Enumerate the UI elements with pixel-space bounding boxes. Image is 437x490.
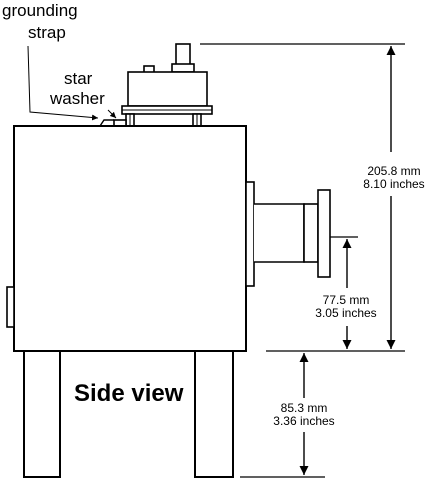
port-height-metric: 77.5 mm	[322, 293, 370, 307]
total-height-metric: 205.8 mm	[367, 164, 421, 178]
port-tube	[254, 203, 305, 263]
view-title: Side view	[74, 380, 184, 407]
star-washer-label-line2: washer	[50, 89, 105, 108]
leg-height-dimension: 85.3 mm 3.36 inches	[264, 402, 344, 428]
port-flange	[317, 189, 331, 278]
grounding-strap	[99, 119, 114, 127]
leg-height-metric: 85.3 mm	[280, 401, 328, 415]
side-port-stub	[6, 286, 15, 328]
grounding-strap-label-line2: strap	[28, 23, 66, 42]
star-washer-label-line1: star	[64, 69, 93, 88]
port-height-imperial: 3.05 inches	[315, 306, 377, 320]
side-port	[254, 189, 331, 278]
top-mechanism	[99, 43, 213, 127]
total-height-dimension: 205.8 mm 8.10 inches	[354, 165, 434, 191]
shaft-collar	[171, 63, 195, 73]
grounding-strap-label-line1: grounding	[2, 1, 78, 20]
right-flange-collar	[245, 181, 255, 287]
left-leg	[23, 350, 61, 478]
leg-height-imperial: 3.36 inches	[273, 414, 335, 428]
right-leg	[194, 350, 234, 478]
grounding-strap-leader	[27, 45, 99, 121]
mechanism-block	[127, 71, 208, 107]
port-flange-inner	[303, 203, 319, 263]
main-chamber-body	[13, 125, 247, 352]
port-height-dimension: 77.5 mm 3.05 inches	[306, 294, 386, 320]
total-height-imperial: 8.10 inches	[363, 177, 425, 191]
star-washer-leader	[107, 109, 117, 119]
